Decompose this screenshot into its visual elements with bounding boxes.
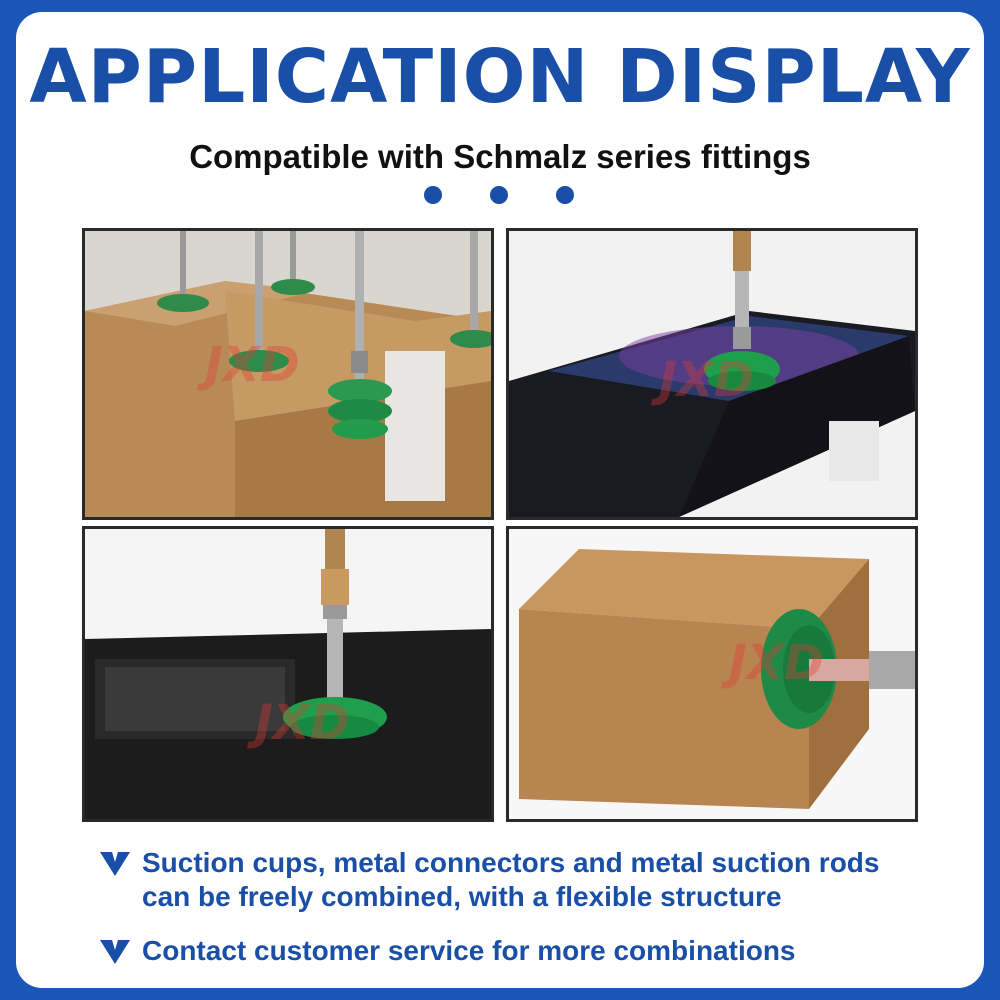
page-subtitle: Compatible with Schmalz series fittings xyxy=(189,138,811,175)
content-card: APPLICATION DISPLAY Compatible with Schm… xyxy=(16,12,984,988)
dots-divider xyxy=(16,186,984,206)
page-title: APPLICATION DISPLAY xyxy=(29,34,971,120)
bullet-1-line-1: Suction cups, metal connectors and metal… xyxy=(142,847,880,878)
photo-black-panel-cup: JXD xyxy=(82,526,494,822)
bullet-2-line-1: Contact customer service for more combin… xyxy=(142,935,796,966)
watermark: JXD xyxy=(247,695,350,751)
dot-2 xyxy=(490,186,508,204)
chevron-down-icon xyxy=(100,940,130,964)
watermark: JXD xyxy=(651,352,754,408)
dot-3 xyxy=(556,186,574,204)
watermark: JXD xyxy=(197,337,300,393)
photo-dark-box-single-cup: JXD xyxy=(506,228,918,520)
photo-side-box-horizontal-cup: JXD xyxy=(506,526,918,822)
watermark: JXD xyxy=(721,635,824,691)
bullet-1-line-2: can be freely combined, with a flexible … xyxy=(142,881,782,912)
dot-1 xyxy=(424,186,442,204)
photo-cardboard-boxes-multi-cups: JXD xyxy=(82,228,494,520)
chevron-down-icon xyxy=(100,852,130,876)
